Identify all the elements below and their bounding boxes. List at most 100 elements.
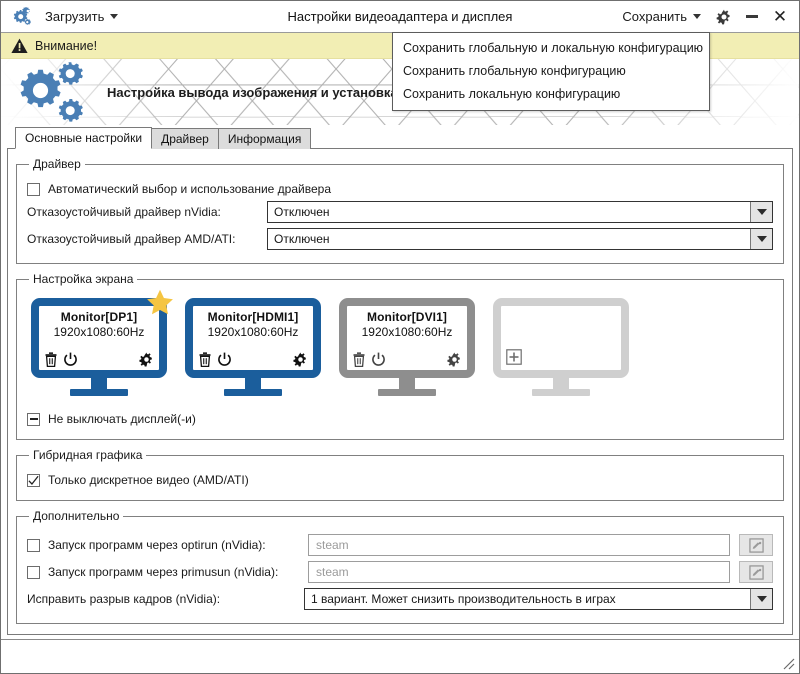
extra-group-legend: Дополнительно: [33, 509, 120, 523]
tearfix-combo[interactable]: 1 вариант. Может снизить производительно…: [304, 588, 773, 610]
monitor-stand-base: [532, 389, 590, 396]
power-icon[interactable]: [217, 352, 232, 367]
monitor-stand-base: [70, 389, 128, 396]
amd-fallback-row: Отказоустойчивый драйвер AMD/ATI: Отключ…: [27, 228, 773, 250]
gear-icon[interactable]: [139, 352, 154, 367]
hybrid-graphics-legend: Гибридная графика: [33, 448, 143, 462]
monitor-screen: Monitor[HDMI1] 1920x1080:60Hz: [185, 298, 321, 378]
tab-strip: Основные настройки Драйвер Информация: [1, 125, 799, 149]
app-icon: [7, 6, 37, 27]
settings-gear-button[interactable]: [711, 4, 737, 30]
minimize-icon: [746, 15, 758, 18]
auto-driver-row: Автоматический выбор и использование дра…: [27, 182, 773, 196]
monitor-card[interactable]: Monitor[DVI1] 1920x1080:60Hz: [339, 298, 475, 396]
plus-box-icon[interactable]: [506, 349, 522, 365]
monitor-screen: Monitor[DVI1] 1920x1080:60Hz: [339, 298, 475, 378]
discrete-only-label: Только дискретное видео (AMD/ATI): [48, 473, 249, 487]
monitor-resolution: 1920x1080:60Hz: [53, 325, 145, 339]
amd-fallback-combo[interactable]: Отключен: [267, 228, 773, 250]
resize-grip-icon[interactable]: [781, 656, 795, 670]
primusrun-edit-button[interactable]: [739, 561, 773, 583]
driver-group-legend: Драйвер: [33, 157, 81, 171]
chevron-down-icon[interactable]: [750, 589, 772, 609]
nvidia-fallback-label: Отказоустойчивый драйвер nVidia:: [27, 205, 221, 219]
menu-item-save-global[interactable]: Сохранить глобальную конфигурацию: [403, 64, 626, 78]
check-icon: [28, 475, 39, 485]
nvidia-fallback-row: Отказоустойчивый драйвер nVidia: Отключе…: [27, 201, 773, 223]
optirun-edit-button[interactable]: [739, 534, 773, 556]
edit-pencil-icon: [748, 537, 764, 553]
edit-pencil-icon: [748, 564, 764, 580]
monitor-screen-empty: [493, 298, 629, 378]
tab-driver[interactable]: Драйвер: [151, 128, 219, 149]
keep-display-on-checkbox[interactable]: [27, 412, 40, 426]
monitor-name: Monitor[DVI1]: [367, 310, 447, 324]
monitor-stand-base: [378, 389, 436, 396]
save-dropdown-menu: Сохранить глобальную и локальную конфигу…: [392, 32, 710, 111]
trash-icon[interactable]: [352, 352, 366, 367]
monitor-name: Monitor[DP1]: [60, 310, 138, 324]
optirun-checkbox[interactable]: [27, 538, 40, 552]
trash-icon[interactable]: [44, 352, 58, 367]
optirun-row: Запуск программ через optirun (nVidia): …: [27, 534, 773, 556]
power-icon[interactable]: [371, 352, 386, 367]
warning-text: Внимание!: [35, 38, 98, 53]
banner-logo-icon: [13, 61, 89, 123]
driver-group: Драйвер Автоматический выбор и использов…: [16, 157, 784, 264]
amd-fallback-label: Отказоустойчивый драйвер AMD/ATI:: [27, 232, 236, 246]
monitor-stand-neck: [553, 378, 569, 389]
indeterminate-dash-icon: [29, 418, 38, 420]
monitor-card[interactable]: Monitor[DP1] 1920x1080:60Hz: [31, 289, 173, 396]
primary-star-icon: [147, 289, 173, 315]
menu-item-save-global-local[interactable]: Сохранить глобальную и локальную конфигу…: [403, 41, 704, 55]
screen-group-legend: Настройка экрана: [33, 272, 134, 286]
tab-main-settings[interactable]: Основные настройки: [15, 127, 153, 149]
load-menu-button[interactable]: Загрузить: [37, 6, 126, 27]
tearfix-label: Исправить разрыв кадров (nVidia):: [27, 592, 221, 606]
tab-information[interactable]: Информация: [217, 128, 312, 149]
tearfix-value: 1 вариант. Может снизить производительно…: [311, 592, 616, 606]
primusrun-label: Запуск программ через primusun (nVidia):: [48, 565, 279, 579]
save-menu-label: Сохранить: [622, 9, 687, 24]
trash-icon[interactable]: [198, 352, 212, 367]
menu-item-save-local[interactable]: Сохранить локальную конфигурацию: [403, 87, 621, 101]
monitor-card[interactable]: Monitor[HDMI1] 1920x1080:60Hz: [185, 298, 321, 396]
optirun-label: Запуск программ через optirun (nVidia):: [48, 538, 266, 552]
close-button[interactable]: ✕: [767, 4, 793, 30]
primusrun-input[interactable]: steam: [308, 561, 730, 583]
chevron-down-icon[interactable]: [750, 229, 772, 249]
chevron-down-icon: [110, 14, 119, 19]
minimize-button[interactable]: [739, 4, 765, 30]
keep-display-on-label: Не выключать дисплей(-и): [48, 412, 196, 426]
discrete-only-row: Только дискретное видео (AMD/ATI): [27, 473, 773, 487]
primusrun-checkbox[interactable]: [27, 565, 40, 579]
status-bar: [1, 639, 799, 673]
monitor-stand-neck: [91, 378, 107, 389]
monitor-screen: Monitor[DP1] 1920x1080:60Hz: [31, 298, 167, 378]
monitor-resolution: 1920x1080:60Hz: [361, 325, 453, 339]
nvidia-fallback-combo[interactable]: Отключен: [267, 201, 773, 223]
gear-icon[interactable]: [447, 352, 462, 367]
power-icon[interactable]: [63, 352, 78, 367]
monitor-actions: [352, 352, 462, 367]
tab-content-panel: Драйвер Автоматический выбор и использов…: [7, 148, 793, 635]
primusrun-row: Запуск программ через primusun (nVidia):…: [27, 561, 773, 583]
monitor-list: Monitor[DP1] 1920x1080:60Hz: [27, 289, 773, 398]
optirun-input[interactable]: steam: [308, 534, 730, 556]
close-icon: ✕: [772, 7, 788, 26]
chevron-down-icon[interactable]: [750, 202, 772, 222]
warning-triangle-icon: [11, 38, 28, 53]
monitor-stand-base: [224, 389, 282, 396]
optirun-placeholder: steam: [316, 538, 349, 552]
title-bar-controls: Сохранить ✕: [614, 4, 793, 30]
extra-group: Дополнительно Запуск программ через opti…: [16, 509, 784, 624]
discrete-only-checkbox[interactable]: [27, 473, 40, 487]
auto-driver-checkbox[interactable]: [27, 182, 40, 196]
add-monitor-card[interactable]: [493, 298, 629, 396]
save-menu-button[interactable]: Сохранить: [614, 6, 709, 27]
amd-fallback-value: Отключен: [274, 232, 330, 246]
monitor-resolution: 1920x1080:60Hz: [207, 325, 299, 339]
monitor-name: Monitor[HDMI1]: [207, 310, 299, 324]
gear-icon[interactable]: [293, 352, 308, 367]
